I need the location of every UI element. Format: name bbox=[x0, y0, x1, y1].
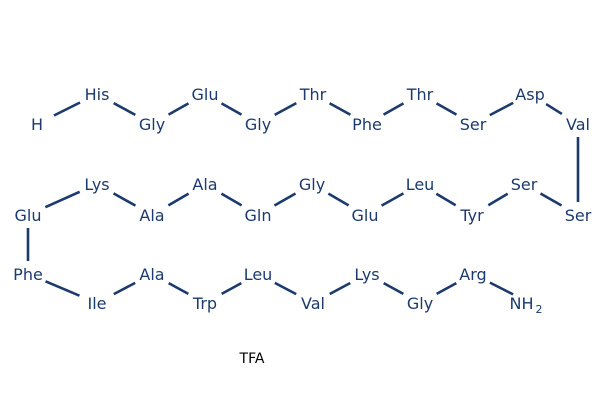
residue-label: Phe bbox=[13, 265, 43, 284]
peptide-bond bbox=[487, 192, 509, 207]
residue-label: His bbox=[85, 85, 110, 104]
n-terminus-label: H bbox=[31, 115, 43, 134]
peptide-bond bbox=[167, 102, 190, 116]
peptide-bond bbox=[45, 280, 80, 297]
residue-label: Ser bbox=[565, 206, 592, 225]
residue-label: Ala bbox=[192, 175, 217, 194]
peptide-bond bbox=[113, 281, 136, 296]
residue-label: Gly bbox=[407, 294, 433, 313]
peptide-bond bbox=[380, 192, 405, 207]
residue-label: Asp bbox=[515, 85, 544, 104]
peptide-bond bbox=[221, 281, 242, 296]
peptide-bond bbox=[220, 192, 243, 207]
residue-label: Val bbox=[566, 115, 590, 134]
peptide-bond bbox=[44, 190, 81, 209]
residue-label: Ala bbox=[139, 206, 164, 225]
residue-label: Thr bbox=[299, 85, 327, 104]
peptide-bond bbox=[489, 281, 514, 296]
c-terminus-subscript: 2 bbox=[536, 303, 543, 316]
peptide-bond bbox=[167, 192, 190, 207]
residue-label: Gly bbox=[299, 175, 325, 194]
residue-label: Leu bbox=[244, 265, 273, 284]
residue-label: Ser bbox=[460, 115, 487, 134]
residue-label: Trp bbox=[192, 294, 217, 313]
peptide-bond bbox=[435, 102, 458, 116]
peptide-bond bbox=[382, 102, 405, 116]
peptide-bond bbox=[112, 192, 137, 207]
peptide-bond bbox=[168, 281, 189, 296]
residue-label: Ile bbox=[87, 294, 106, 313]
peptide-bond bbox=[274, 101, 297, 117]
peptide-bond bbox=[113, 101, 136, 117]
residue-label: Phe bbox=[352, 115, 382, 134]
residue-label: Lys bbox=[84, 175, 109, 194]
residue-label: Ser bbox=[511, 175, 538, 194]
residue-label: Ala bbox=[139, 265, 164, 284]
residue-label: Thr bbox=[406, 85, 434, 104]
peptide-bond bbox=[435, 192, 457, 207]
peptide-bond bbox=[489, 101, 514, 117]
residue-label: Glu bbox=[192, 85, 219, 104]
peptide-bond bbox=[383, 281, 404, 296]
residue-label: Gly bbox=[245, 115, 271, 134]
residue-label: Gln bbox=[245, 206, 272, 225]
peptide-bond bbox=[274, 281, 297, 296]
peptide-bond bbox=[539, 192, 563, 207]
residue-label: Arg bbox=[459, 265, 486, 284]
peptide-bond bbox=[220, 102, 243, 116]
residue-label: Glu bbox=[352, 206, 379, 225]
peptide-bond bbox=[436, 281, 457, 296]
peptide-bond bbox=[53, 101, 81, 117]
residue-label: Lys bbox=[354, 265, 379, 284]
peptide-bond bbox=[327, 192, 350, 207]
peptide-bond bbox=[329, 281, 351, 296]
residue-label: Leu bbox=[406, 175, 435, 194]
peptide-bond bbox=[545, 102, 563, 116]
residue-label: Val bbox=[301, 294, 325, 313]
residue-label: Gly bbox=[139, 115, 165, 134]
peptide-bond bbox=[328, 102, 352, 116]
peptide-bond bbox=[273, 192, 297, 207]
residue-label: Tyr bbox=[459, 206, 484, 225]
salt-label: TFA bbox=[239, 351, 265, 367]
residue-label: Glu bbox=[15, 206, 42, 225]
